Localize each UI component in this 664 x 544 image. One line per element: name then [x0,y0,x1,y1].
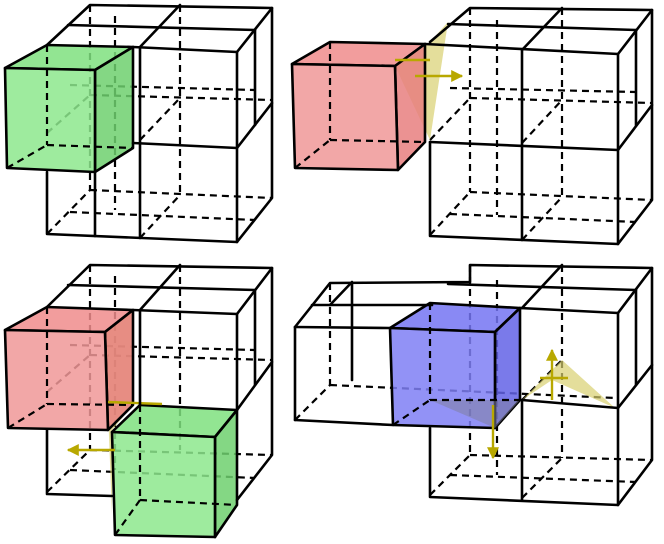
hidden-edges [429,8,653,241]
visible-edges [293,263,654,507]
visible-edges [423,6,654,246]
panel-top-left [3,3,274,244]
yellow-shared-face [522,360,615,408]
panel-bottom-left [3,263,274,539]
green-cell [3,43,135,174]
visible-edges [45,263,274,502]
direction-arrow-right [107,400,163,406]
blue-cell [388,301,522,430]
visible-edges [45,3,274,244]
blue-bottom-shadow [430,400,520,428]
panel-bottom-right [293,263,654,507]
red-cell [3,305,135,432]
panel-top-right [290,6,654,246]
green-cell [110,403,239,539]
